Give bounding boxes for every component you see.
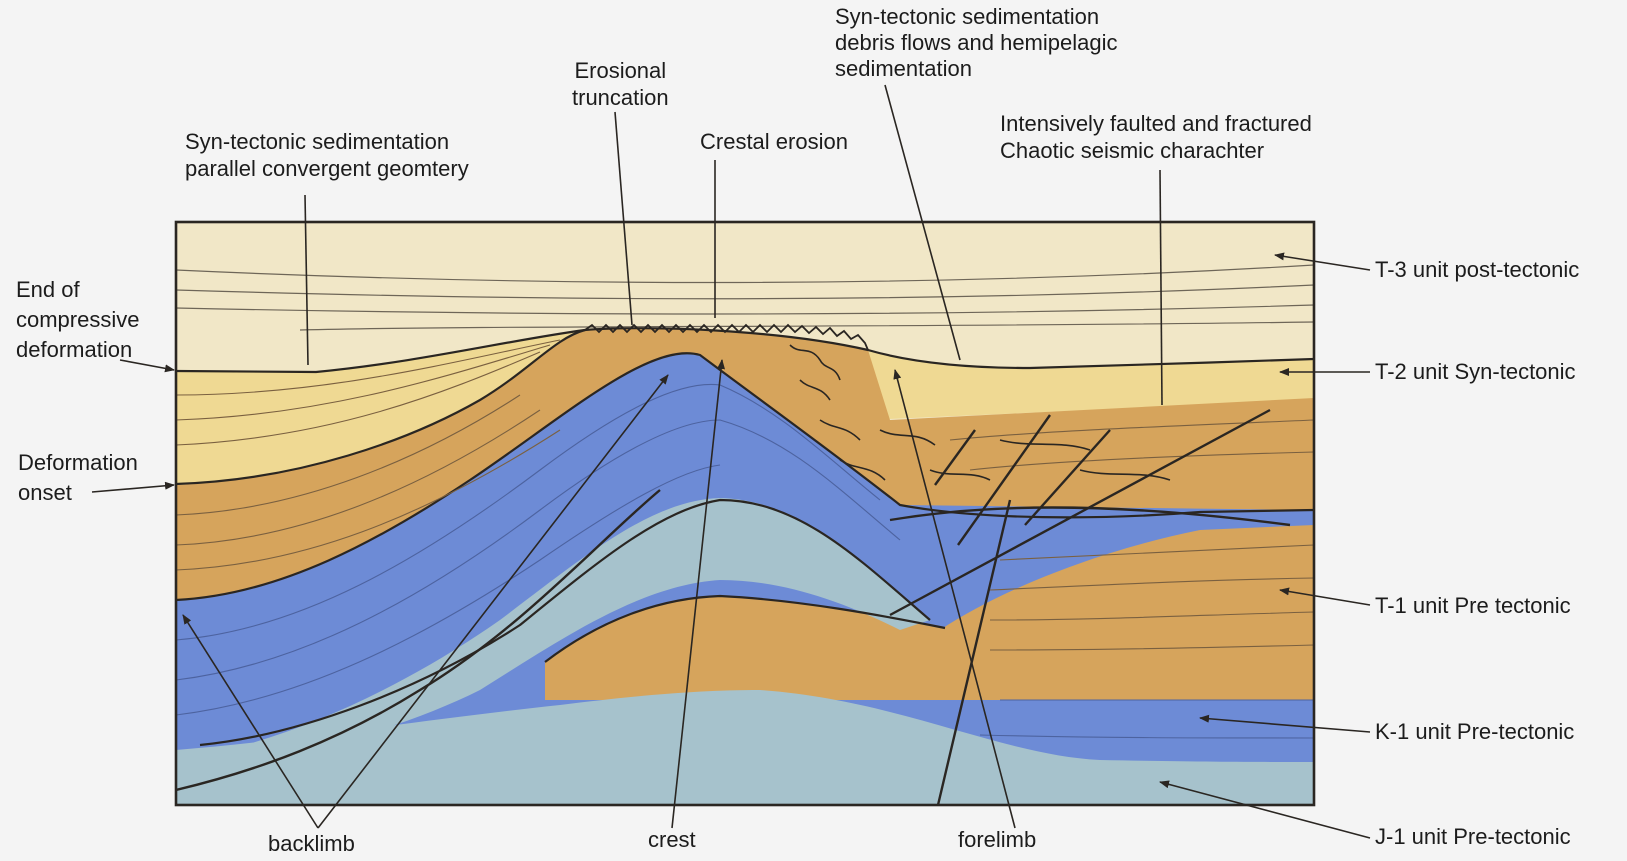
annotation-syn-parallel: Syn-tectonic sedimentation parallel conv… — [185, 129, 469, 181]
pointer-k1 — [1199, 714, 1371, 733]
t1-bedding-line — [989, 577, 1314, 591]
fault-line — [934, 429, 976, 486]
pointer-syn-debris — [884, 84, 961, 361]
t3-bedding-line — [176, 264, 1314, 284]
fault-line — [889, 506, 1291, 527]
t1-bedding-line — [176, 429, 561, 571]
unit-t1-right-fill — [940, 525, 1314, 700]
t2-bedding-line — [176, 339, 561, 396]
chaotic-mark — [929, 469, 991, 481]
annotation-crestal-erosion: Crestal erosion — [700, 129, 848, 154]
horizon-deformation-onset — [176, 328, 586, 486]
k1-bedding-line — [176, 464, 721, 716]
section-frame — [174, 220, 1316, 807]
pointer-backlimb-1 — [182, 614, 319, 829]
label-crest: crest — [648, 827, 696, 852]
annotation-syn-debris: Syn-tectonic sedimentation debris flows … — [835, 4, 1118, 81]
unit-label-t3: T-3 unit post-tectonic — [1375, 257, 1580, 282]
annotation-deformation-onset: Deformation onset — [18, 450, 138, 505]
pointer-t3 — [1274, 252, 1371, 271]
pointer-backlimb-2 — [317, 374, 669, 829]
unit-label-k1: K-1 unit Pre-tectonic — [1375, 719, 1575, 744]
t3-bedding-line — [299, 321, 1314, 331]
chaotic-mark — [879, 429, 936, 446]
fault-line — [1024, 429, 1111, 526]
t1-bedding-line — [989, 644, 1314, 651]
unit-light-blue-fold-fill — [176, 498, 930, 770]
t2-bedding-line — [176, 351, 541, 446]
pointer-erosional-truncation — [614, 111, 633, 326]
unit-label-j1: J-1 unit Pre-tectonic — [1375, 824, 1571, 849]
annotation-faulted: Intensively faulted and fractured Chaoti… — [1000, 111, 1312, 163]
annotation-erosional-truncation: Erosional truncation — [572, 58, 669, 110]
unit-j1-fill — [176, 690, 1314, 805]
pointer-t1 — [1279, 587, 1371, 606]
fault-line — [957, 414, 1051, 546]
chaotic-mark — [999, 439, 1091, 451]
chaotic-mark — [1079, 469, 1171, 481]
pointer-crest — [671, 359, 726, 829]
t1-bedding-line — [176, 409, 541, 546]
pointer-forelimb — [893, 369, 1016, 829]
t1-bedding-line — [999, 544, 1314, 561]
k1-bedding-line — [176, 383, 881, 641]
pointer-j1 — [1159, 780, 1371, 839]
k1-bedding-line — [979, 734, 1314, 739]
chaotic-mark — [799, 379, 831, 401]
annotation-end-compressive: End of compressive deformation — [16, 277, 140, 362]
fault-line — [936, 499, 1012, 805]
fault-line — [889, 408, 1271, 617]
horizon-inner-k — [544, 594, 946, 663]
t1-bedding-line — [989, 611, 1314, 621]
pointer-faulted — [1159, 169, 1163, 406]
label-backlimb: backlimb — [268, 831, 355, 856]
crestal-erosion-surface — [584, 323, 869, 351]
chaotic-mark — [839, 459, 886, 481]
t1-bedding-line — [176, 394, 521, 516]
t3-bedding-line — [176, 304, 1314, 315]
unit-t1-fold-fill — [176, 328, 1314, 600]
t2-bedding-line — [176, 344, 551, 421]
t3-bedding-line — [176, 284, 1314, 300]
unit-label-t1: T-1 unit Pre tectonic — [1375, 593, 1571, 618]
pointer-end-compressive — [119, 359, 175, 373]
horizon-end-of-deformation — [176, 327, 1314, 374]
label-forelimb: forelimb — [958, 827, 1037, 852]
chaotic-mark — [789, 344, 841, 381]
unit-label-t2: T-2 unit Syn-tectonic — [1375, 359, 1576, 384]
t1-bedding-line — [969, 451, 1314, 471]
pointer-deformation-onset — [91, 481, 175, 493]
unit-t1-inner-fill — [545, 596, 985, 700]
chaotic-mark — [819, 419, 861, 441]
fault-line — [176, 489, 661, 792]
horizon-inner-light-blue — [199, 498, 931, 747]
pointer-syn-parallel — [304, 194, 309, 366]
t1-bedding-line — [949, 419, 1314, 441]
k1-bedding-line — [176, 419, 901, 681]
